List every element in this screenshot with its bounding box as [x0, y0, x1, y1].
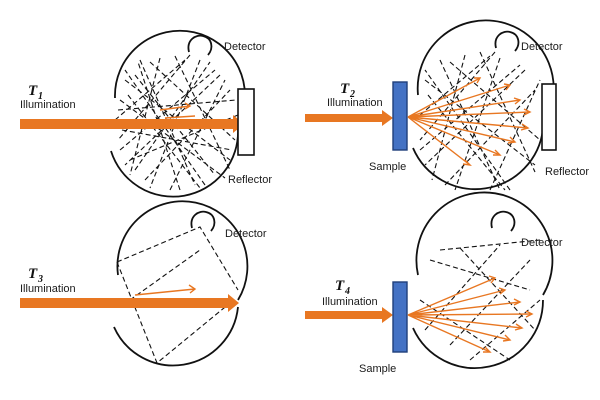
panel-t4: T 4 Illumination Detector Sample	[305, 191, 563, 375]
svg-text:2: 2	[349, 89, 355, 100]
illumination-label-t4: Illumination	[322, 296, 378, 308]
transmitted-rays-t4	[407, 275, 534, 353]
illumination-label-t1: Illumination	[20, 99, 76, 111]
label-t3: T 3	[28, 266, 43, 285]
illumination-beam-t4	[305, 307, 393, 323]
reflector-t2	[541, 83, 557, 151]
detector-label-t3: Detector	[225, 228, 267, 240]
sphere-t1	[110, 29, 246, 198]
panel-t1: T 1 Illumination Detector Reflector	[20, 29, 272, 198]
panel-t3: T 3 Illumination Detector	[20, 200, 267, 367]
svg-text:T: T	[28, 266, 38, 282]
illumination-beam-t2	[305, 110, 393, 126]
illumination-label-t3: Illumination	[20, 283, 76, 295]
svg-text:1: 1	[38, 91, 43, 102]
svg-text:3: 3	[37, 274, 43, 285]
detector-label-t1: Detector	[224, 41, 266, 53]
label-t4: T 4	[335, 278, 350, 297]
scattered-rays-t2	[419, 51, 541, 191]
svg-text:T: T	[340, 81, 350, 97]
svg-text:T: T	[335, 278, 345, 294]
detector-label-t2: Detector	[521, 41, 563, 53]
illumination-label-t2: Illumination	[327, 97, 383, 109]
label-t2: T 2	[340, 81, 355, 100]
sample-t4	[392, 281, 408, 353]
reflected-rays-t2	[407, 77, 532, 166]
detector-label-t4: Detector	[521, 237, 563, 249]
svg-text:T: T	[28, 83, 38, 99]
scattered-rays-t3	[116, 226, 239, 364]
sample-t2	[392, 81, 408, 151]
svg-text:4: 4	[344, 286, 350, 297]
sample-label-t4: Sample	[359, 363, 396, 375]
transmitted-rays-t3	[134, 284, 197, 296]
sample-label-t2: Sample	[369, 161, 406, 173]
scattered-rays-t4	[419, 239, 541, 361]
illumination-beam-t1	[20, 115, 244, 133]
reflector-label-t2: Reflector	[545, 166, 589, 178]
sphere-t3	[113, 200, 249, 367]
reflected-rays-t1	[159, 102, 196, 119]
label-t1: T 1	[28, 83, 43, 102]
reflector-label-t1: Reflector	[228, 174, 272, 186]
panel-t2: T 2 Illumination Detector Sample Reflect…	[305, 19, 589, 191]
reflector-t1	[237, 88, 255, 156]
sphere-t4	[412, 191, 554, 369]
illumination-beam-t3	[20, 294, 239, 312]
